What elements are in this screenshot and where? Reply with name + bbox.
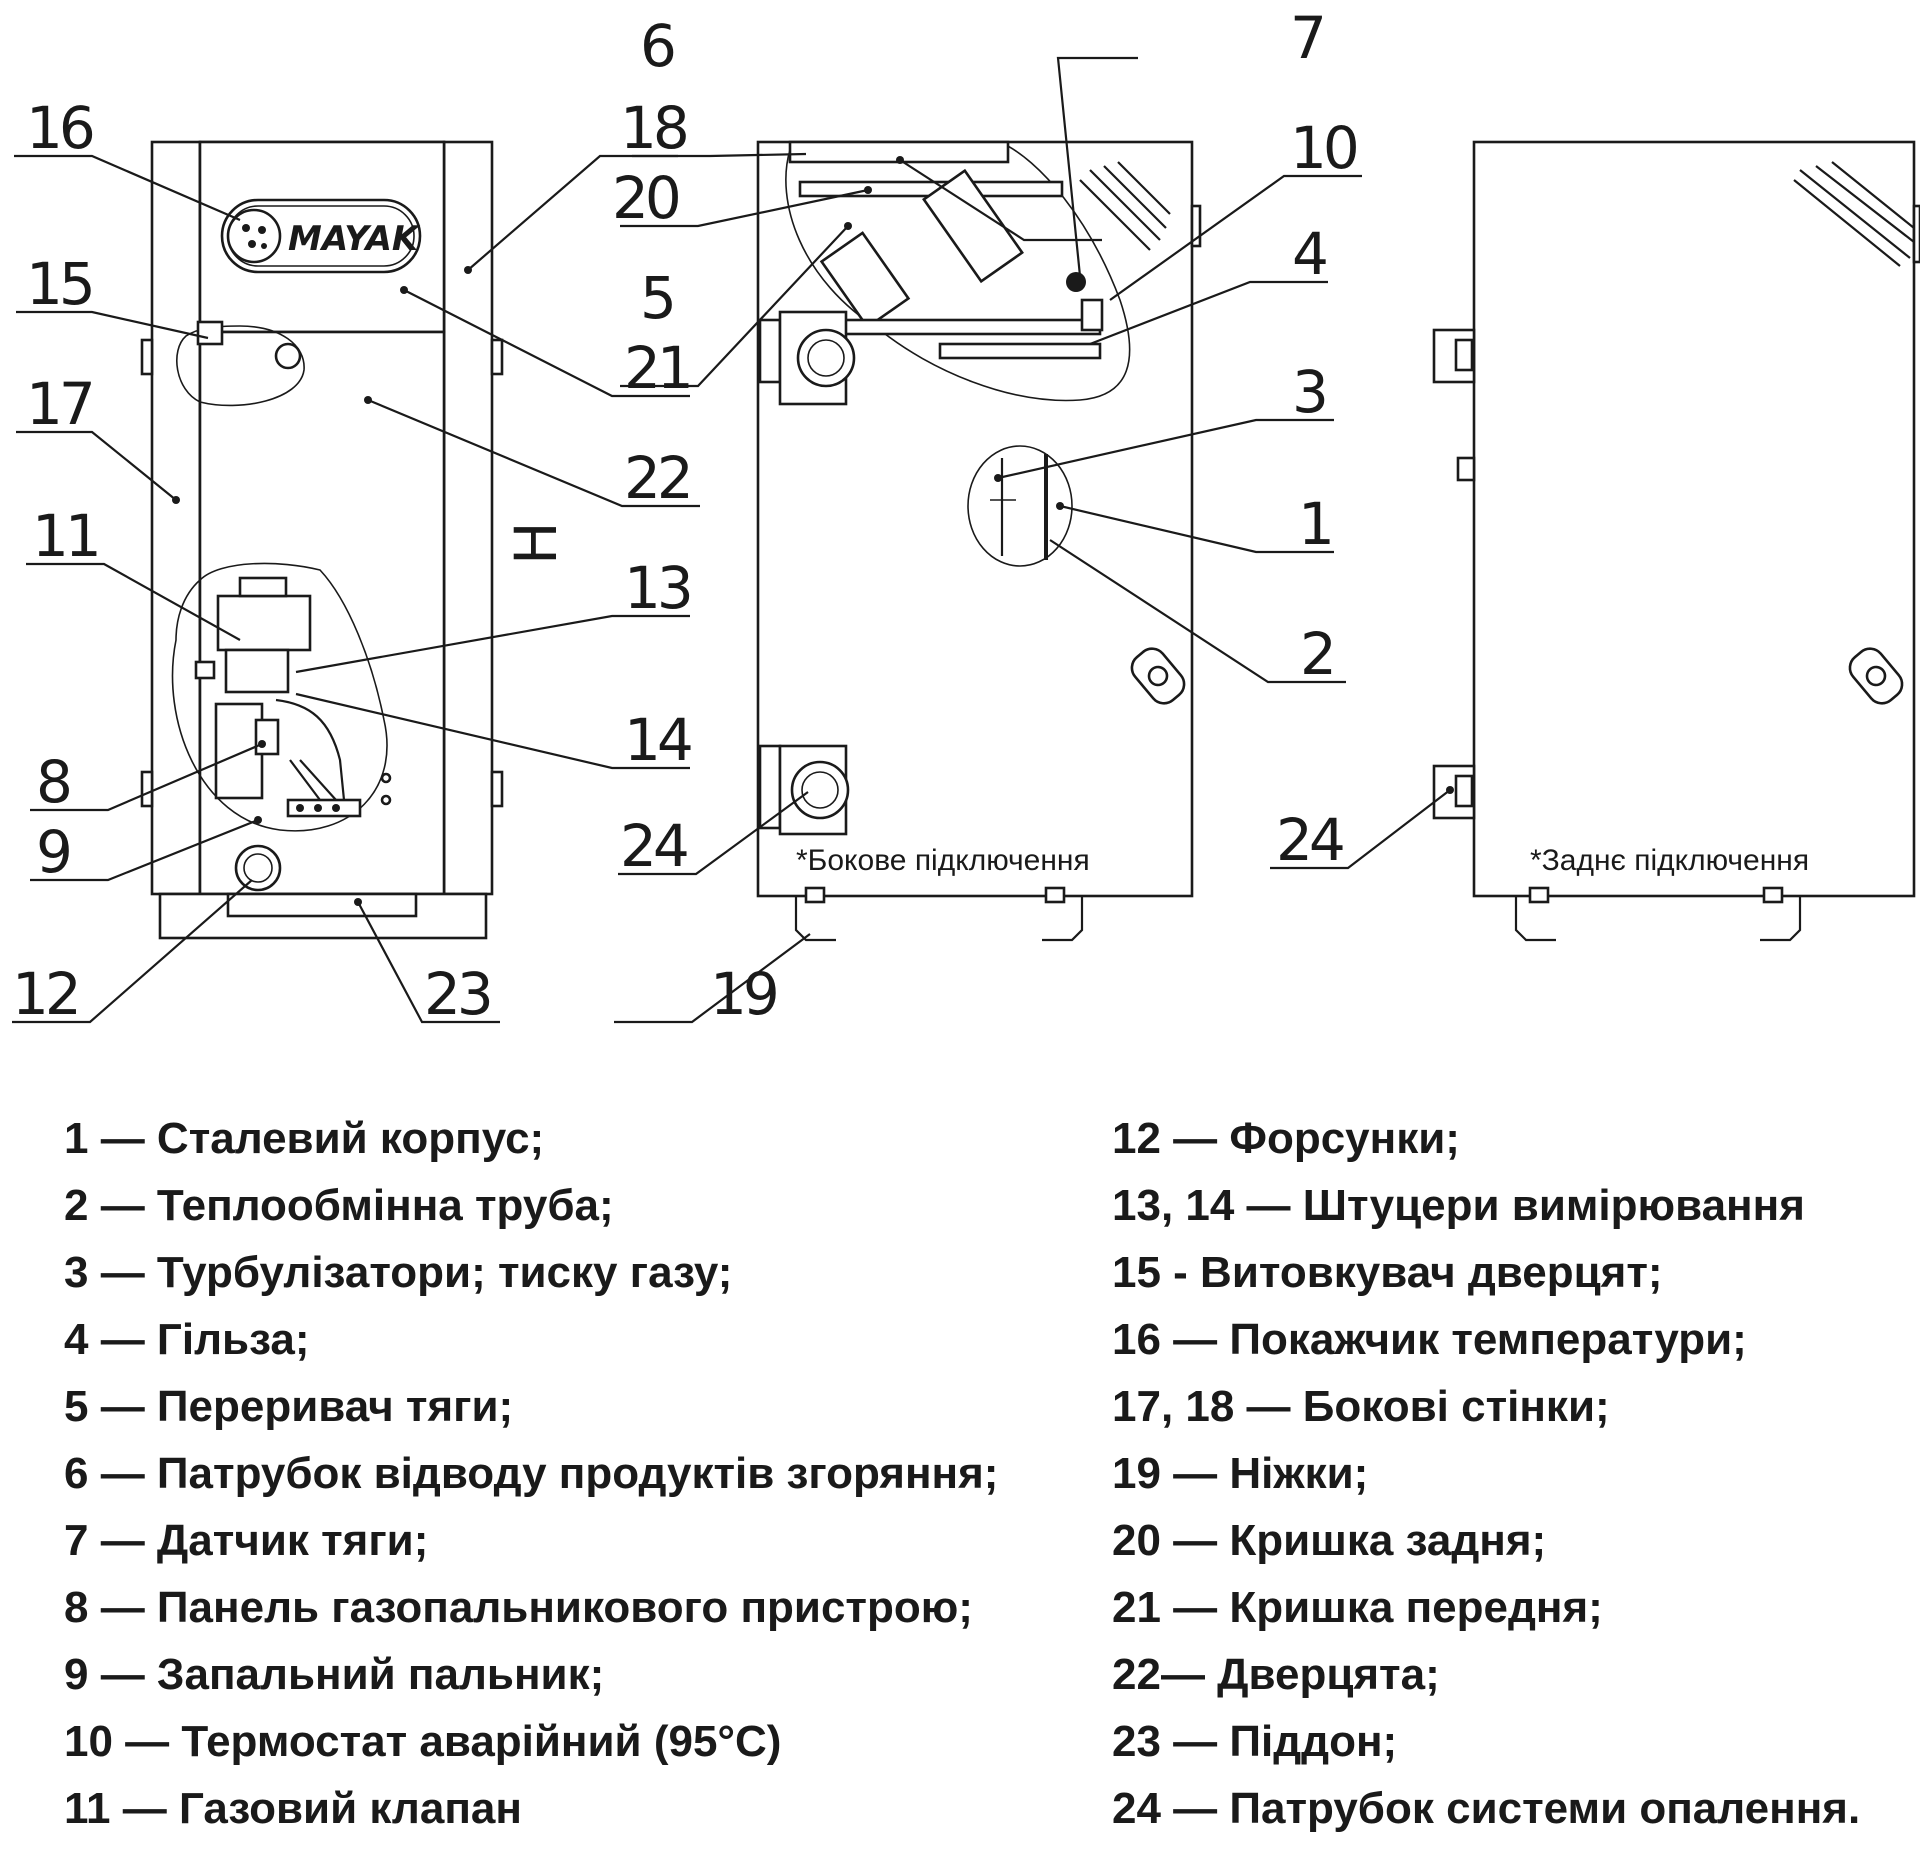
legend-item: 17, 18 — Бокові стінки; — [1112, 1382, 1610, 1431]
callout-15: 15 — [26, 250, 92, 318]
legend-item: 20 — Кришка задня; — [1112, 1516, 1547, 1565]
callout-13: 13 — [624, 554, 690, 622]
callout-18: 18 — [620, 94, 686, 162]
legend-item: 12 — Форсунки; — [1112, 1114, 1460, 1163]
legend-item: 15 - Витовкувач дверцят; — [1112, 1248, 1663, 1297]
callout-17: 17 — [26, 370, 92, 438]
rear-view: *Заднє підключення — [1270, 140, 1920, 942]
legend-item: 3 — Турбулізатори; тиску газу; — [64, 1248, 733, 1297]
callout-7: 7 — [1290, 4, 1323, 72]
legend-item: 13, 14 — Штуцери вимірювання — [1112, 1181, 1805, 1230]
legend-column-left: 1 — Сталевий корпус; 2 — Теплообмінна тр… — [64, 1105, 998, 1842]
legend-item: 6 — Патрубок відводу продуктів згоряння; — [64, 1449, 999, 1498]
callout-labels: 16 18 20 15 17 11 21 22 13 14 8 9 12 23 … — [12, 4, 1361, 1028]
callout-14: 14 — [624, 706, 691, 774]
temperature-gauge-icon — [226, 208, 282, 264]
legend-item: 8 — Панель газопальникового пристрою; — [64, 1583, 973, 1632]
legend-item: 19 — Ніжки; — [1112, 1449, 1369, 1498]
callout-8: 8 — [36, 748, 69, 816]
legend-item: 4 — Гільза; — [64, 1315, 310, 1364]
legend-column-right: 12 — Форсунки; 13, 14 — Штуцери вимірюва… — [1112, 1105, 1860, 1842]
callout-4: 4 — [1292, 220, 1326, 288]
side-view: *Бокове підключення — [614, 56, 1362, 1024]
callout-11: 11 — [32, 502, 98, 570]
callout-9: 9 — [36, 818, 69, 886]
legend-item: 11 — Газовий клапан — [64, 1784, 522, 1833]
side-connection-note: *Бокове підключення — [796, 844, 1090, 877]
rear-connection-note: *Заднє підключення — [1530, 844, 1809, 877]
callout-6: 6 — [640, 12, 674, 80]
boiler-diagram: MAYAK H — [12, 4, 1920, 1028]
callout-20: 20 — [612, 164, 679, 232]
legend-item: 23 — Піддон; — [1112, 1717, 1398, 1766]
legend-item: 9 — Запальний пальник; — [64, 1650, 605, 1699]
callout-23: 23 — [424, 960, 490, 1028]
front-view: MAYAK H — [12, 140, 700, 1024]
legend-item: 7 — Датчик тяги; — [64, 1516, 429, 1565]
callout-5: 5 — [640, 264, 673, 332]
legend-item: 5 — Переривач тяги; — [64, 1382, 514, 1431]
dimension-label-h: H — [502, 525, 570, 565]
callout-1: 1 — [1298, 490, 1331, 558]
brand-logo: MAYAK — [288, 219, 421, 259]
callout-21: 21 — [624, 334, 690, 402]
legend-item: 24 — Патрубок системи опалення. — [1112, 1784, 1861, 1833]
legend-item: 1 — Сталевий корпус; — [64, 1114, 545, 1163]
callout-2: 2 — [1300, 620, 1333, 688]
callout-24-rear: 24 — [1276, 806, 1343, 874]
callout-16: 16 — [26, 94, 93, 162]
legend-item: 10 — Термостат аварійний (95°С) — [64, 1717, 782, 1766]
legend-item: 16 — Покажчик температури; — [1112, 1315, 1747, 1364]
callout-3: 3 — [1292, 358, 1325, 426]
legend-item: 2 — Теплообмінна труба; — [64, 1181, 614, 1230]
legend-item: 22— Дверцята; — [1112, 1650, 1440, 1699]
legend-item: 21 — Кришка передня; — [1112, 1583, 1603, 1632]
callout-24-side: 24 — [620, 812, 687, 880]
callout-10: 10 — [1290, 114, 1357, 182]
callout-22: 22 — [624, 444, 690, 512]
parts-legend: 1 — Сталевий корпус; 2 — Теплообмінна тр… — [0, 1105, 1920, 1845]
callout-12: 12 — [12, 960, 78, 1028]
callout-19: 19 — [710, 960, 776, 1028]
